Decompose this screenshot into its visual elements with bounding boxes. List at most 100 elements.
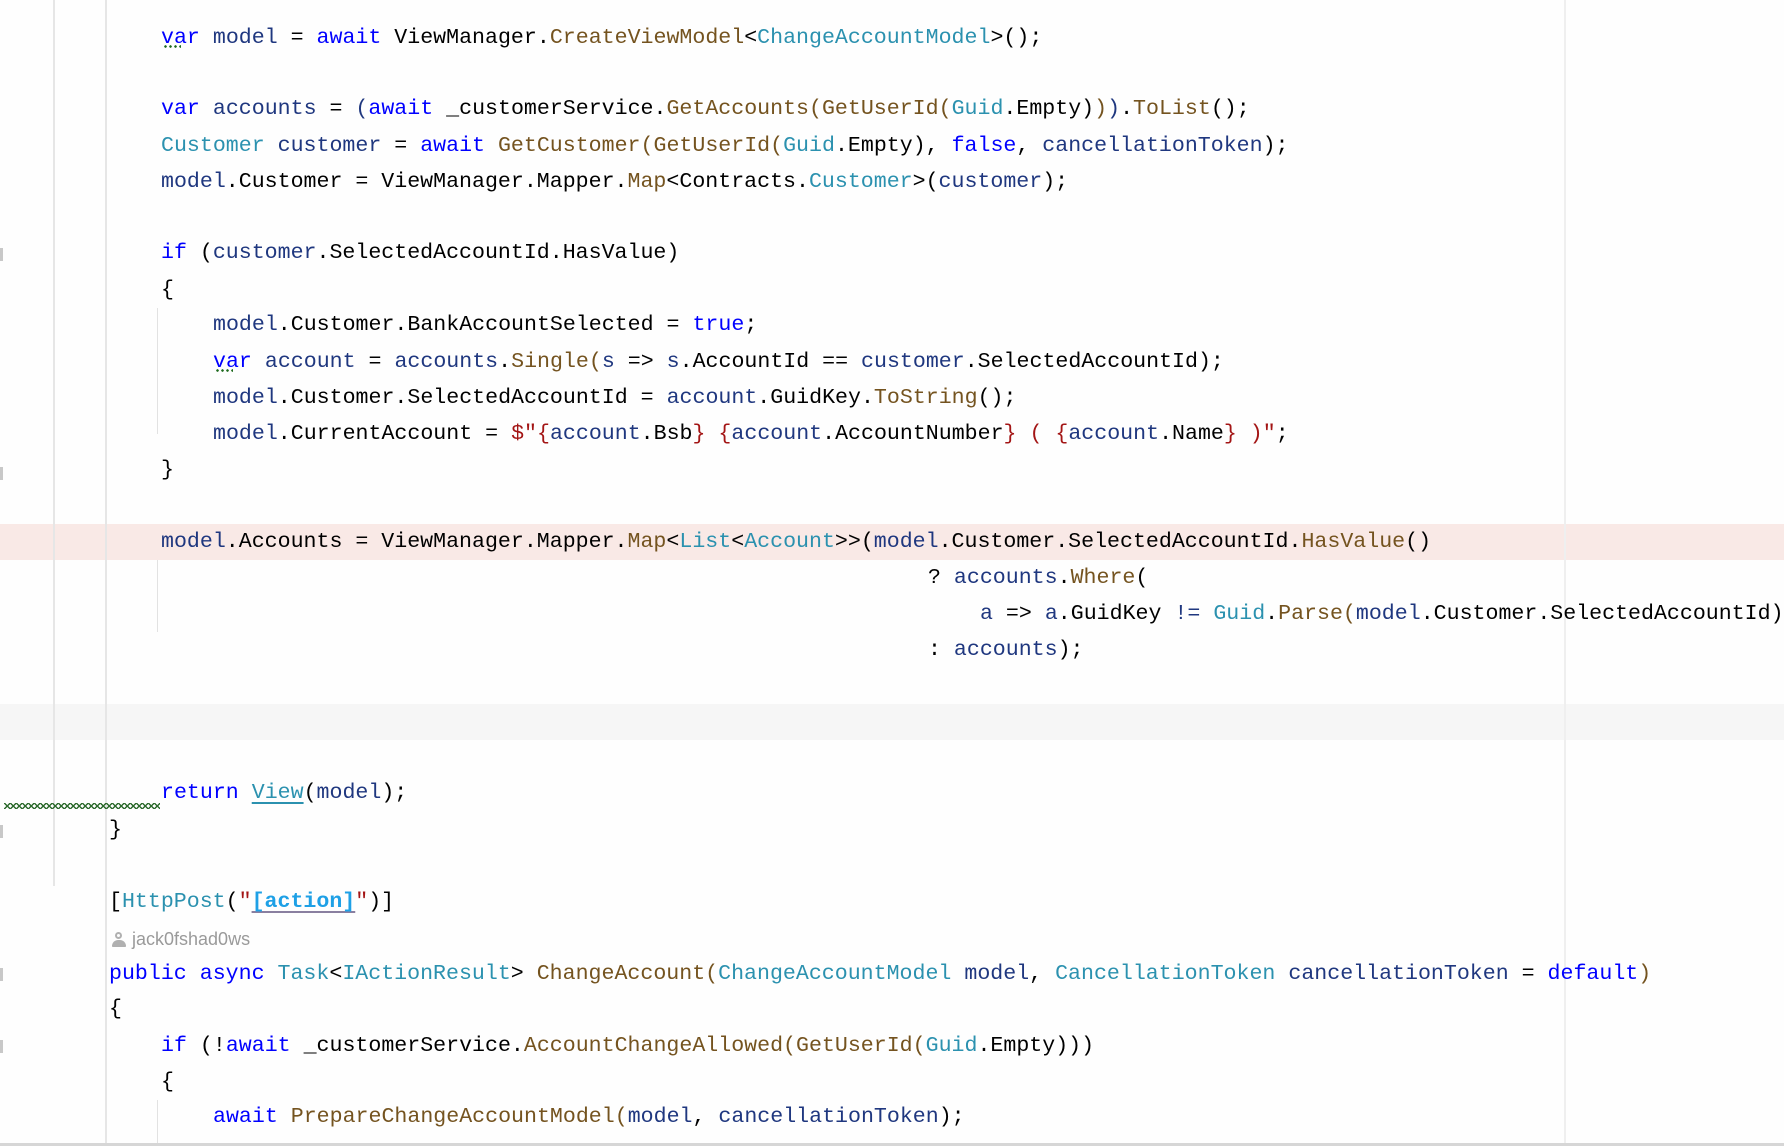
code-line-l10[interactable]: var account = accounts.Single(s => s.Acc… (213, 344, 1224, 380)
type-token: Account (744, 530, 835, 554)
code-token: { (161, 1070, 174, 1094)
code-token: ( (225, 890, 239, 914)
codelens-author[interactable]: jack0fshad0ws (112, 925, 250, 953)
method-token: ( (809, 97, 822, 121)
identifier-token: model (161, 530, 226, 554)
code-line-l8[interactable]: { (161, 272, 174, 308)
code-token: { (161, 278, 174, 302)
code-token (951, 962, 964, 986)
code-line-l_open2[interactable]: { (161, 1064, 174, 1100)
code-token: (); (977, 386, 1017, 410)
code-token: () (1405, 530, 1432, 554)
code-token (239, 781, 252, 805)
code-line-l_await[interactable]: await PrepareChangeAccountModel(model, c… (213, 1099, 965, 1135)
indent-guide (157, 560, 158, 632)
code-line-l1[interactable]: var model = await ViewManager.CreateView… (161, 20, 1042, 56)
code-line-l3[interactable]: var accounts = (await _customerService.G… (161, 91, 1250, 127)
identifier-token: account (666, 386, 758, 410)
code-line-l17[interactable]: a => a.GuidKey != Guid.Parse(model.Custo… (980, 596, 1784, 632)
type-token: Guid (951, 97, 1004, 121)
method-token: CreateViewModel (549, 26, 745, 50)
code-line-l4[interactable]: Customer customer = await GetCustomer(Ge… (161, 128, 1289, 164)
identifier-token: customer (938, 170, 1043, 194)
method-token: Single (511, 350, 589, 374)
code-token: .Customer = ViewManager.Mapper. (225, 170, 628, 194)
right-margin-line (1564, 0, 1566, 1146)
code-line-l12[interactable]: model.CurrentAccount = $"{account.Bsb} {… (213, 416, 1289, 452)
identifier-token: ) (1107, 97, 1121, 121)
code-line-l_open[interactable]: { (109, 991, 122, 1027)
code-line-l13[interactable]: } (161, 452, 174, 488)
code-token: ); (1042, 170, 1069, 194)
type-token: HttpPost (121, 890, 226, 914)
code-line-l_attr[interactable]: [HttpPost("[action]")] (109, 884, 394, 920)
code-line-l11[interactable]: model.Customer.SelectedAccountId = accou… (213, 380, 1016, 416)
author-name: jack0fshad0ws (132, 929, 251, 949)
code-token: . (1057, 566, 1071, 590)
keyword-token: await (368, 97, 434, 121)
identifier-token: model (161, 170, 226, 194)
code-token: ( (186, 241, 213, 265)
code-token: ? (928, 566, 954, 590)
identifier-token: accounts (394, 350, 499, 374)
route-template-link[interactable]: [action] (251, 890, 356, 914)
keyword-token: await (225, 1034, 291, 1058)
gutter-fold-mark[interactable] (0, 467, 3, 480)
code-token: = (381, 134, 421, 158)
code-token: => (992, 602, 1045, 626)
method-token: GetAccounts (666, 97, 809, 121)
method-token: ( (938, 97, 952, 121)
identifier-token: ( (355, 97, 369, 121)
code-line-l_close[interactable]: } (109, 812, 122, 848)
code-token (485, 134, 498, 158)
view-link[interactable]: View (251, 781, 304, 805)
method-token: ToString (873, 386, 978, 410)
method-token: Map (627, 170, 667, 194)
method-token: ( (640, 134, 654, 158)
code-token (278, 1105, 291, 1129)
current-line-band (0, 704, 1784, 740)
code-token: , (1029, 962, 1056, 986)
gutter-fold-mark[interactable] (0, 968, 3, 981)
code-token: .Empty) (1003, 97, 1095, 121)
method-token: ( (614, 1105, 628, 1129)
code-line-l16[interactable]: ? accounts.Where( (928, 560, 1148, 596)
code-token: >(); (990, 26, 1043, 50)
code-token (1275, 962, 1288, 986)
code-line-l_if2[interactable]: if (!await _customerService.AccountChang… (161, 1028, 1094, 1064)
code-line-l15[interactable]: model.Accounts = ViewManager.Mapper.Map<… (161, 524, 1431, 560)
identifier-token: model (212, 26, 278, 50)
gutter-fold-mark[interactable] (0, 825, 3, 838)
identifier-token: accounts (953, 566, 1058, 590)
code-token: .GuidKey. (757, 386, 874, 410)
string-token: " (355, 890, 369, 914)
code-line-l9[interactable]: model.Customer.BankAccountSelected = tru… (213, 307, 757, 343)
code-line-l7[interactable]: if (customer.SelectedAccountId.HasValue) (161, 235, 679, 271)
code-token: ; (744, 313, 758, 337)
identifier-token: customer (861, 350, 965, 374)
gutter-fold-mark[interactable] (0, 1040, 3, 1053)
code-line-l18[interactable]: : accounts); (928, 632, 1084, 668)
keyword-token: async (199, 962, 265, 986)
method-token: ToList (1133, 97, 1211, 121)
code-line-l5[interactable]: model.Customer = ViewManager.Mapper.Map<… (161, 164, 1068, 200)
code-line-l_sig[interactable]: public async Task<IActionResult> ChangeA… (109, 956, 1651, 992)
code-token: .Accounts = ViewManager.Mapper. (225, 530, 628, 554)
keyword-token: await (213, 1105, 278, 1129)
code-token: < (666, 530, 680, 554)
keyword-token: public (109, 962, 187, 986)
identifier-token: account (264, 350, 356, 374)
code-token: = (277, 26, 317, 50)
code-line-l_return[interactable]: return View(model); (161, 775, 407, 811)
method-token: PrepareChangeAccountModel (290, 1105, 615, 1129)
code-token: >( (912, 170, 939, 194)
code-token: >>( (834, 530, 874, 554)
indent-guide (157, 1100, 158, 1146)
code-token: .Bsb (640, 422, 693, 446)
type-token: Guid (925, 1034, 978, 1058)
code-token: .Customer.SelectedAccountId = (277, 386, 667, 410)
identifier-token: a (980, 602, 993, 626)
gutter-fold-mark[interactable] (0, 248, 3, 261)
identifier-token: model (213, 313, 278, 337)
